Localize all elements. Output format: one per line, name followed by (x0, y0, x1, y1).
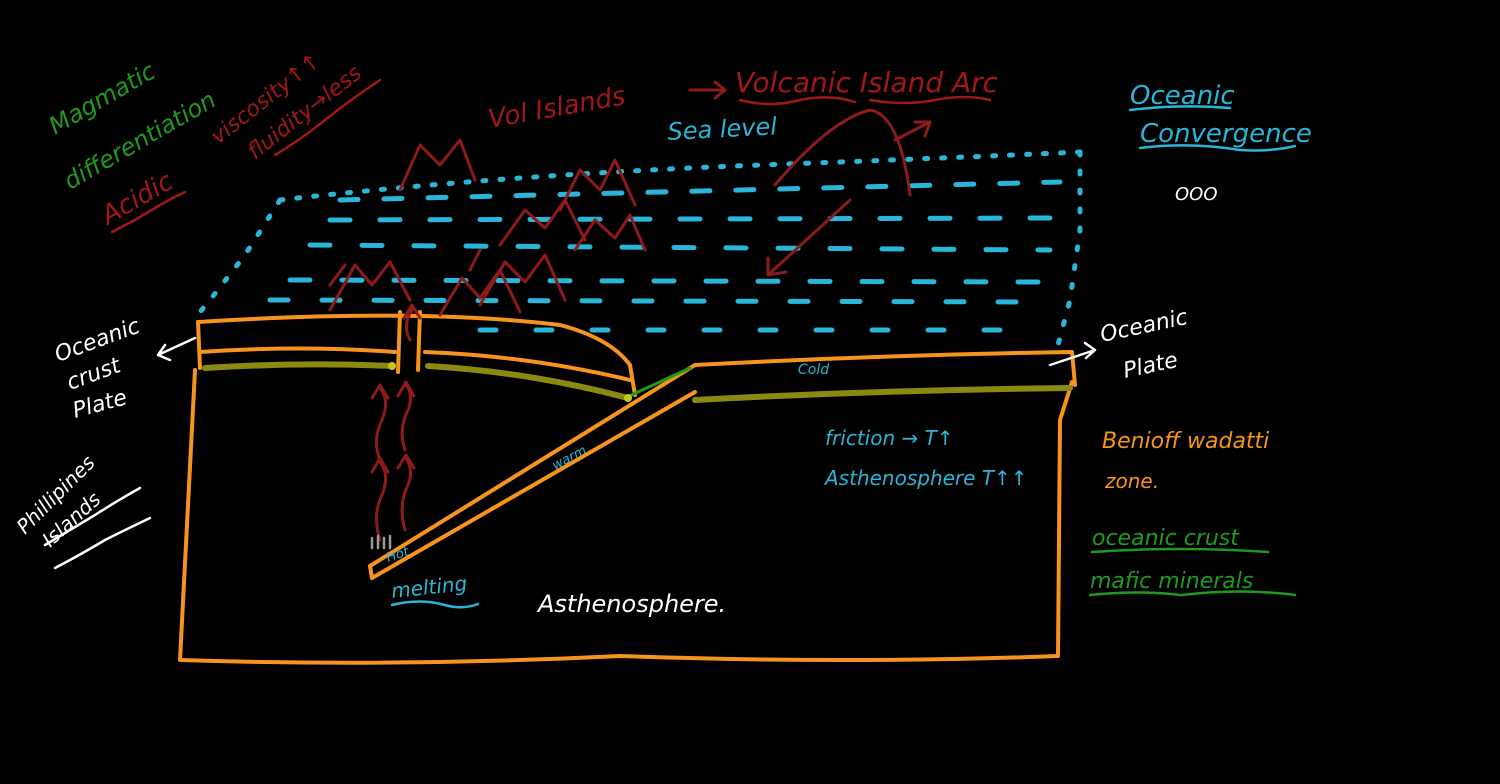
arc-curve-arrow (773, 108, 912, 197)
volcano-5 (558, 158, 637, 212)
right-plate-arrow (1048, 341, 1097, 367)
left-plate-arrow (156, 336, 197, 362)
label-friction: friction → T↑ (825, 426, 954, 450)
melting-underline (390, 600, 480, 609)
label-warm: warm (550, 443, 589, 473)
label-mafic-minerals: mafic minerals (1090, 569, 1253, 594)
overriding-plate-bottom (198, 346, 397, 354)
label-acidic: Acidic (95, 166, 179, 232)
subducting-plate-top (693, 350, 1077, 387)
overriding-plate (196, 310, 637, 401)
overriding-plate-bottom-right (423, 350, 632, 382)
label-sea-level: Sea level (667, 112, 778, 146)
plate-motion-arrows (156, 336, 1097, 367)
overriding-plate-mafic-layer-right (425, 363, 631, 401)
volcanic-underline (738, 96, 857, 106)
ocean-water (192, 149, 1083, 348)
label-hot: Hot (385, 544, 412, 566)
slab-lower-edge (370, 390, 697, 580)
label-oceanic-plate-1: Oceanic (1098, 305, 1190, 348)
arc-arrowhead (893, 120, 932, 142)
label-oceanic-convergence-2: Convergence (1140, 119, 1312, 149)
label-benioff-2: zone. (1104, 469, 1159, 493)
magma-rise (370, 303, 422, 550)
label-oceanic-crust-legend: oceanic crust (1092, 526, 1240, 551)
volcano-3 (478, 253, 567, 307)
magma-arrow-2 (396, 380, 416, 452)
fluidity-underline (273, 78, 382, 157)
mafic-legend-underline (1088, 591, 1182, 597)
mantle-outline (178, 368, 1074, 665)
label-ooo: OOO (1175, 184, 1218, 205)
label-volcanic-island-arc: Volcanic Island Arc (735, 66, 999, 99)
minerals-legend-underline (1180, 590, 1297, 597)
sea-level-dotted-left (192, 197, 283, 321)
mafic-dot-left (388, 362, 396, 370)
magma-conduit-left (396, 310, 402, 374)
magma-conduit-right (416, 310, 422, 372)
label-cold: Cold (798, 362, 829, 378)
label-benioff-1: Benioff wadatti (1102, 429, 1269, 454)
philippines-underline-2 (53, 516, 152, 570)
magma-in-conduit (402, 303, 422, 342)
water-dash-row-1 (337, 179, 1063, 203)
slab-upper-edge (368, 363, 697, 568)
label-vol-islands: Vol Islands (486, 81, 628, 135)
subducting-plate-mafic-layer (692, 385, 1073, 403)
volcano-1 (328, 260, 412, 312)
water-dash-row-4 (287, 277, 1043, 285)
volcano-4 (498, 198, 587, 247)
water-dash-row-2 (327, 215, 1053, 223)
label-asthenosphere-temp: Asthenosphere T↑↑ (823, 466, 1028, 490)
convergence-underline-1 (1128, 105, 1232, 112)
water-dash-row-5 (267, 297, 1043, 305)
magma-arrow-3 (370, 456, 390, 542)
slab-tip (368, 564, 374, 580)
magma-arrow-4 (396, 453, 416, 532)
volcano-7 (573, 213, 647, 252)
volcano-8 (328, 248, 482, 287)
overriding-plate-left-edge (196, 320, 202, 370)
decorative-underlines (43, 78, 1297, 609)
volcano-2 (438, 268, 522, 317)
island-arc-underline (868, 95, 992, 105)
volcano-6 (398, 138, 477, 192)
acidic-underline (110, 190, 187, 234)
trench-green-mark (623, 366, 692, 400)
oceanic-crust-legend-underline (1090, 547, 1270, 554)
label-asthenosphere: Asthenosphere. (536, 590, 726, 618)
magma-arrow-1 (370, 383, 390, 462)
sea-level-dotted-top (277, 149, 1083, 203)
asthenosphere-box (178, 368, 1074, 665)
sea-level-dotted-right (1055, 149, 1083, 348)
label-melting: melting (390, 571, 468, 603)
subducting-plate (368, 350, 1077, 580)
water-dash-row-3 (307, 242, 1053, 253)
volcanic-islands (328, 138, 647, 317)
philippines-underline (43, 486, 142, 547)
convergence-underline-2 (1138, 144, 1297, 152)
melt-squiggle (370, 534, 392, 550)
mafic-dot-trench (624, 394, 632, 402)
label-oceanic-convergence-1: Oceanic (1130, 81, 1235, 111)
overriding-plate-mafic-layer (202, 361, 395, 371)
island-arc-arrows (688, 80, 932, 277)
label-oceanic-plate-2: Plate (1121, 348, 1180, 384)
overriding-plate-top (196, 313, 637, 397)
vol-island-arrow (688, 80, 727, 100)
text-labels: Magmatic differentiation Acidic viscosit… (12, 49, 1312, 618)
arc-diagonal-arrow (766, 198, 852, 277)
